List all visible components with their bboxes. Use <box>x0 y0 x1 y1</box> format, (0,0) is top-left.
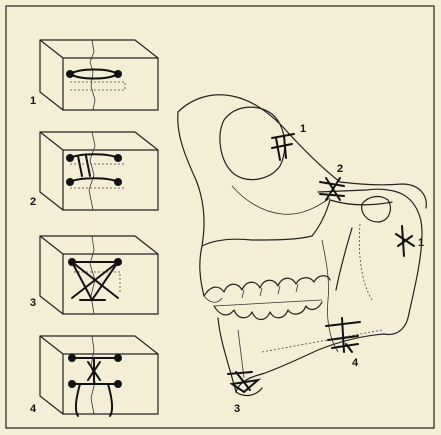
block-1: 1 <box>30 40 158 110</box>
block-4: 4 <box>30 336 158 416</box>
block-label-3: 3 <box>30 297 36 309</box>
skull-drawing <box>178 95 427 396</box>
skull-label-3-symphysis: 3 <box>234 403 240 415</box>
block-label-1: 1 <box>30 95 36 107</box>
block-label-4: 4 <box>30 403 37 415</box>
skull-label-4-body: 4 <box>352 357 359 369</box>
wire-site-orbit: 1 <box>272 123 306 160</box>
skull-label-2-zygoma: 2 <box>337 163 343 175</box>
skull-label-1-orbit: 1 <box>300 123 306 135</box>
wire-site-ramus: 1 <box>396 226 424 256</box>
frame-border <box>6 6 434 428</box>
wire-site-body: 4 <box>326 318 360 369</box>
skull-label-1-ramus: 1 <box>418 237 424 249</box>
block-3: 3 <box>30 236 158 314</box>
block-label-2: 2 <box>30 196 36 208</box>
block-2: 2 <box>30 132 158 210</box>
